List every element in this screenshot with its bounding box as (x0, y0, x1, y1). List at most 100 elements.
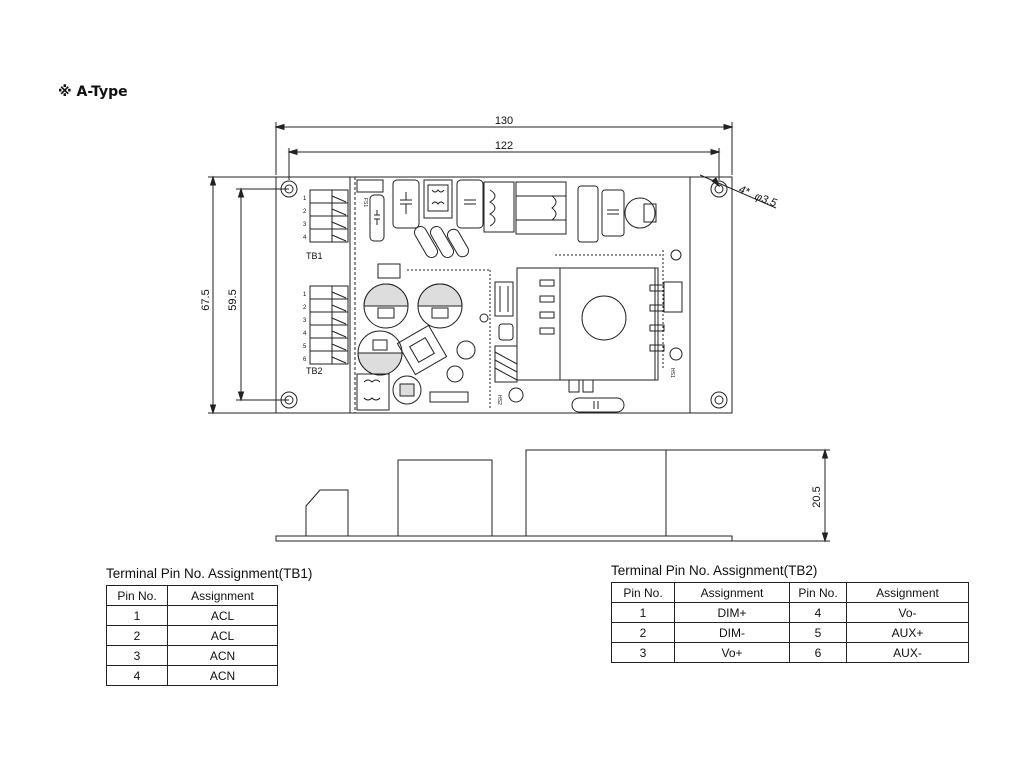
smd-part (582, 379, 594, 393)
adjust-pot (663, 281, 683, 313)
mounting-hole (710, 391, 728, 409)
pcb-side-view: 20.5 (275, 448, 830, 543)
tb2-label: TB2 (306, 366, 323, 376)
dimension-130: 130 (274, 115, 734, 175)
common-mode-choke (423, 179, 453, 219)
assignment-cell: AUX- (846, 642, 969, 663)
bulk-capacitor (357, 330, 403, 376)
pin-number-cell: 2 (611, 622, 675, 643)
mosfet (494, 281, 514, 317)
pin-number-cell: 3 (611, 642, 675, 663)
bulk-capacitor (417, 283, 463, 329)
tb2-pin-label: 1 (303, 292, 307, 298)
inductor (483, 181, 515, 233)
output-capacitor (392, 375, 422, 405)
assignment-cell: DIM- (674, 622, 790, 643)
column-header: Assignment (846, 582, 969, 603)
smd-part (568, 379, 580, 393)
tb1-table-caption: Terminal Pin No. Assignment(TB1) (106, 566, 313, 581)
tb2-table-caption: Terminal Pin No. Assignment(TB2) (611, 563, 818, 578)
table-row: 1 ACL (106, 605, 278, 626)
table-row: 2 ACL (106, 625, 278, 646)
assignment-cell: AUX+ (846, 622, 969, 643)
pin-number-cell: 4 (106, 665, 168, 686)
tb2-pin-label: 2 (303, 305, 307, 311)
column-header: Pin No. (611, 582, 675, 603)
mounting-hole (710, 180, 728, 198)
varistor (446, 365, 464, 383)
hs1-label: HS1 (669, 368, 675, 378)
varistor (456, 340, 476, 360)
tb2-pin-label: 3 (303, 318, 307, 324)
x-capacitor (392, 179, 420, 229)
dimension-67-5: 67.5 (200, 175, 276, 415)
table-row: 1 DIM+ 4 Vo- (611, 602, 969, 623)
assignment-cell: ACL (167, 625, 278, 646)
column-header: Assignment (674, 582, 790, 603)
assignment-cell: ACN (167, 645, 278, 666)
transformer-small (356, 373, 390, 411)
hole-count-label: 4* (737, 184, 752, 199)
ic-chip (377, 263, 401, 279)
pin-number-cell: 4 (789, 602, 847, 623)
terminal-block-tb2 (309, 285, 349, 365)
table-header-row: Pin No. Assignment (106, 585, 278, 606)
page-title: ※ A-Type (58, 84, 128, 100)
pfc-inductor (515, 181, 567, 235)
dimension-59-5-label: 59.5 (227, 289, 239, 310)
column-header: Pin No. (789, 582, 847, 603)
tb1-pin-label: 4 (303, 235, 307, 241)
table-row: 3 ACN (106, 645, 278, 666)
assignment-cell: Vo+ (674, 642, 790, 663)
assignment-cell: DIM+ (674, 602, 790, 623)
tb1-pin-label: 2 (303, 209, 307, 215)
test-point (670, 249, 682, 261)
mounting-hole (280, 391, 298, 409)
main-transformer (516, 254, 665, 381)
output-inductor (508, 387, 524, 403)
pcb-top-view: 1 2 3 4 TB1 1 2 3 4 5 6 TB2 FS1 (275, 176, 733, 414)
dimension-122-label: 122 (495, 140, 513, 152)
output-capacitor-bottom (571, 397, 625, 413)
column-header: Assignment (167, 585, 278, 606)
test-point (479, 313, 489, 323)
optocoupler (498, 323, 514, 341)
tb2-pin-label: 6 (303, 357, 307, 363)
resistor (429, 391, 469, 403)
assignment-cell: ACN (167, 665, 278, 686)
dimension-122: 122 (287, 140, 721, 180)
fuse-component (356, 179, 385, 242)
tb1-pin-label: 3 (303, 222, 307, 228)
terminal-block-tb1 (309, 189, 349, 243)
tb1-label: TB1 (306, 251, 323, 261)
assignment-cell: ACL (167, 605, 278, 626)
diode-array (494, 345, 518, 383)
hs2-label: HS2 (496, 395, 502, 405)
thermistor (624, 197, 657, 229)
table-row: 3 Vo+ 6 AUX- (611, 642, 969, 663)
column-header: Pin No. (106, 585, 168, 606)
bulk-capacitor (363, 283, 409, 329)
hole-diameter-label: φ3.5 (753, 191, 779, 210)
pin-number-cell: 5 (789, 622, 847, 643)
table-row: 2 DIM- 5 AUX+ (611, 622, 969, 643)
table-row: 4 ACN (106, 665, 278, 686)
pin-number-cell: 1 (106, 605, 168, 626)
mounting-hole (280, 180, 298, 198)
assignment-cell: Vo- (846, 602, 969, 623)
table-header-row: Pin No. Assignment Pin No. Assignment (611, 582, 969, 603)
dimension-130-label: 130 (495, 115, 513, 127)
pin-number-cell: 3 (106, 645, 168, 666)
tb2-pin-table: Pin No. Assignment Pin No. Assignment 1 … (611, 582, 969, 663)
tb2-pin-label: 5 (303, 344, 307, 350)
film-capacitor (577, 185, 625, 243)
dimension-67-5-label: 67.5 (200, 289, 212, 310)
rectifier-bridge (396, 324, 448, 376)
y-capacitors (414, 225, 469, 259)
tb1-pin-table: Pin No. Assignment 1 ACL 2 ACL 3 ACN 4 A… (106, 585, 278, 686)
dimension-20-5-label: 20.5 (811, 486, 823, 507)
fs1-label: FS1 (362, 198, 368, 207)
pin-number-cell: 1 (611, 602, 675, 623)
tb1-pin-label: 1 (303, 196, 307, 202)
